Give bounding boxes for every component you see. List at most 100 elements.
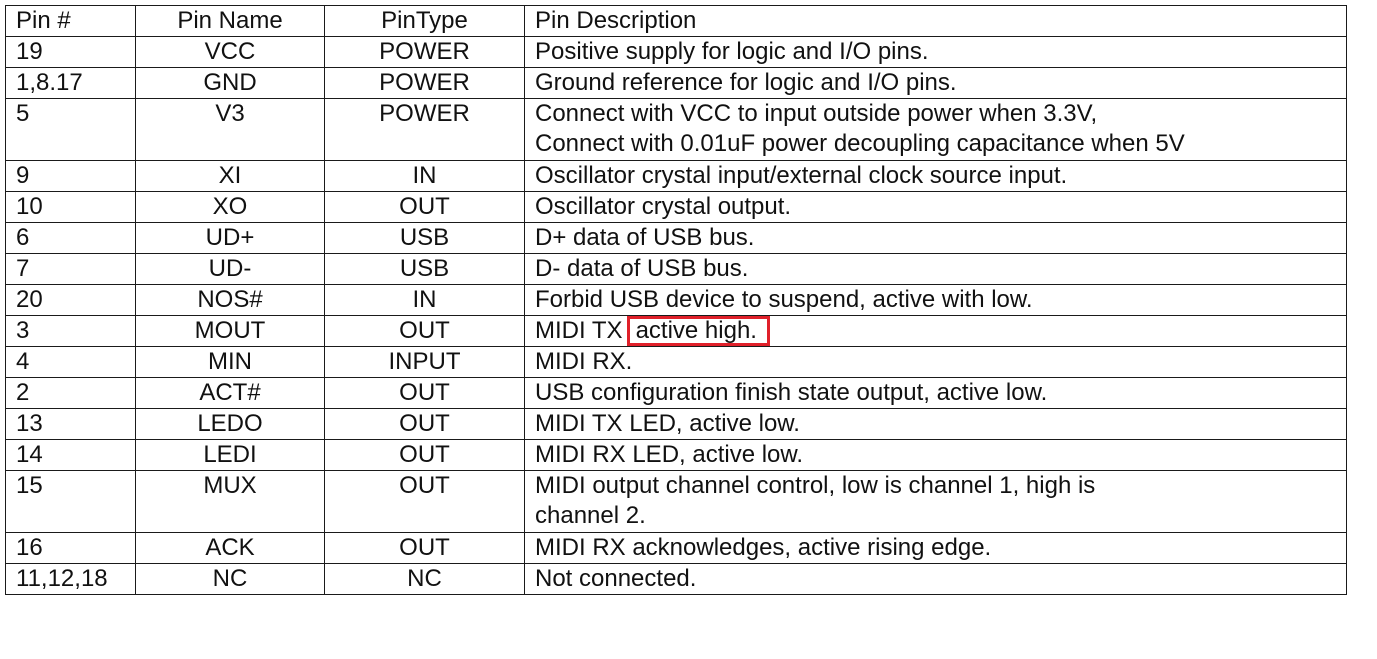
description-line: Oscillator crystal input/external clock … bbox=[535, 162, 1068, 189]
pin-type-cell: OUT bbox=[324, 315, 525, 347]
pin-number-cell: 7 bbox=[5, 253, 136, 285]
pin-number-cell: 13 bbox=[5, 408, 136, 440]
pin-name-cell: MOUT bbox=[135, 315, 325, 347]
pin-name-cell: XO bbox=[135, 191, 325, 223]
pin-number-cell: 3 bbox=[5, 315, 136, 347]
description-line: Positive supply for logic and I/O pins. bbox=[535, 38, 929, 65]
pin-number-cell: 20 bbox=[5, 284, 136, 316]
description-line: Not connected. bbox=[535, 565, 697, 592]
pin-number-cell: 16 bbox=[5, 532, 136, 564]
pin-name-cell: MUX bbox=[135, 470, 325, 533]
pin-description-cell: Oscillator crystal input/external clock … bbox=[524, 160, 1347, 192]
pin-name-cell: MIN bbox=[135, 346, 325, 378]
pin-type-cell: OUT bbox=[324, 470, 525, 533]
pin-name-cell: GND bbox=[135, 67, 325, 99]
description-line: D- data of USB bus. bbox=[535, 255, 749, 282]
pin-number-cell: 11,12,18 bbox=[5, 563, 136, 595]
description-line: MIDI RX LED, active low. bbox=[535, 441, 804, 468]
header-row: Pin # Pin Name PinType Pin Description bbox=[5, 5, 1347, 37]
pin-type-cell: NC bbox=[324, 563, 525, 595]
pin-name-cell: ACT# bbox=[135, 377, 325, 409]
pin-table: Pin # Pin Name PinType Pin Description 1… bbox=[5, 5, 1347, 595]
pin-description-cell: USB configuration finish state output, a… bbox=[524, 377, 1347, 409]
pin-type-cell: POWER bbox=[324, 67, 525, 99]
pin-type-cell: OUT bbox=[324, 377, 525, 409]
pin-type-cell: USB bbox=[324, 222, 525, 254]
description-line: MIDI output channel control, low is chan… bbox=[535, 472, 1096, 499]
pin-type-cell: POWER bbox=[324, 98, 525, 161]
pin-type-cell: OUT bbox=[324, 439, 525, 471]
pin-number-cell: 14 bbox=[5, 439, 136, 471]
pin-name-cell: XI bbox=[135, 160, 325, 192]
pin-type-cell: USB bbox=[324, 253, 525, 285]
pin-number-cell: 2 bbox=[5, 377, 136, 409]
pin-name-cell: V3 bbox=[135, 98, 325, 161]
pin-name-cell: NC bbox=[135, 563, 325, 595]
pin-type-cell: IN bbox=[324, 160, 525, 192]
pin-description-cell: D+ data of USB bus. bbox=[524, 222, 1347, 254]
pin-description-cell: MIDI TX LED, active low. bbox=[524, 408, 1347, 440]
pin-description-cell: D- data of USB bus. bbox=[524, 253, 1347, 285]
pin-type-cell: INPUT bbox=[324, 346, 525, 378]
description-line: MIDI RX acknowledges, active rising edge… bbox=[535, 534, 992, 561]
pin-name-cell: VCC bbox=[135, 36, 325, 68]
header-pin-description: Pin Description bbox=[524, 5, 1347, 37]
pin-description-cell: Forbid USB device to suspend, active wit… bbox=[524, 284, 1347, 316]
pin-description-cell: Connect with VCC to input outside power … bbox=[524, 98, 1347, 161]
description-line: MIDI RX. bbox=[535, 348, 633, 375]
description-line: Ground reference for logic and I/O pins. bbox=[535, 69, 957, 96]
description-text: MIDI TX bbox=[535, 317, 623, 344]
description-line: D+ data of USB bus. bbox=[535, 224, 755, 251]
description-line: MIDI TX LED, active low. bbox=[535, 410, 800, 437]
description-line: Connect with 0.01uF power decoupling cap… bbox=[535, 130, 1185, 157]
pin-description-cell: MIDI RX. bbox=[524, 346, 1347, 378]
pin-type-cell: OUT bbox=[324, 191, 525, 223]
pin-number-cell: 15 bbox=[5, 470, 136, 533]
pin-type-cell: OUT bbox=[324, 532, 525, 564]
pin-name-cell: LEDO bbox=[135, 408, 325, 440]
pin-description-cell: MIDI RX acknowledges, active rising edge… bbox=[524, 532, 1347, 564]
description-line: Forbid USB device to suspend, active wit… bbox=[535, 286, 1033, 313]
pin-number-cell: 5 bbox=[5, 98, 136, 161]
pin-description-cell: Ground reference for logic and I/O pins. bbox=[524, 67, 1347, 99]
pin-name-cell: LEDI bbox=[135, 439, 325, 471]
description-line: USB configuration finish state output, a… bbox=[535, 379, 1048, 406]
description-line: Oscillator crystal output. bbox=[535, 193, 792, 220]
pin-type-cell: OUT bbox=[324, 408, 525, 440]
pin-type-cell: POWER bbox=[324, 36, 525, 68]
description-line: channel 2. bbox=[535, 502, 646, 529]
pin-name-cell: UD+ bbox=[135, 222, 325, 254]
pin-description-cell: Not connected. bbox=[524, 563, 1347, 595]
pin-description-cell: Oscillator crystal output. bbox=[524, 191, 1347, 223]
highlight-box: active high. bbox=[626, 316, 770, 346]
pin-number-cell: 6 bbox=[5, 222, 136, 254]
pin-number-cell: 4 bbox=[5, 346, 136, 378]
pin-type-cell: IN bbox=[324, 284, 525, 316]
header-pin: Pin # bbox=[5, 5, 136, 37]
pin-description-cell: MIDI output channel control, low is chan… bbox=[524, 470, 1347, 533]
pin-name-cell: UD- bbox=[135, 253, 325, 285]
header-pin-type: PinType bbox=[324, 5, 525, 37]
pin-number-cell: 19 bbox=[5, 36, 136, 68]
header-pin-name: Pin Name bbox=[135, 5, 325, 37]
description-line: Connect with VCC to input outside power … bbox=[535, 100, 1098, 127]
pin-number-cell: 9 bbox=[5, 160, 136, 192]
pin-name-cell: NOS# bbox=[135, 284, 325, 316]
